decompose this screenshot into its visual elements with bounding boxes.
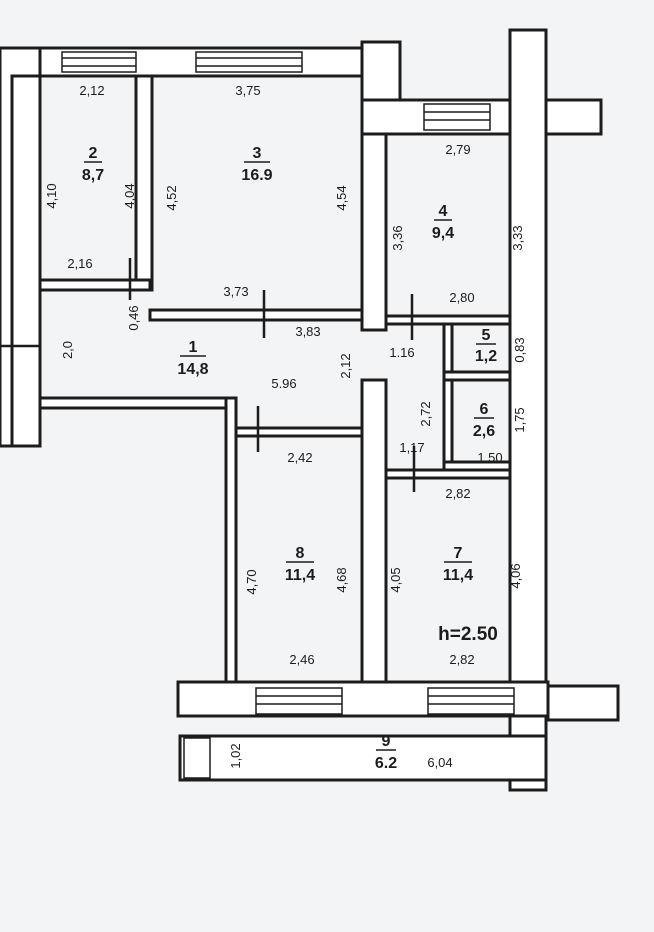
room-2-number: 2: [89, 145, 98, 162]
dim-20: 2,0: [60, 341, 75, 359]
dim-r3-right: 4,54: [334, 185, 349, 210]
room-labels: 2 8,7 3 16.9 4 9,4 1 14,8 5 1,2 6 2,6 7 …: [82, 145, 497, 772]
dim-r3-bottom: 3,73: [223, 284, 248, 299]
room-1-area: 14,8: [177, 361, 208, 378]
room-6-number: 6: [480, 401, 489, 418]
dim-117: 1,17: [399, 440, 424, 455]
room-7-number: 7: [454, 545, 463, 562]
dim-r8-top: 2,42: [287, 450, 312, 465]
dim-r8-left: 4,70: [244, 569, 259, 594]
ceiling-height: h=2.50: [438, 624, 498, 645]
room-9-area: 6.2: [375, 755, 397, 772]
room-5-area: 1,2: [475, 348, 497, 365]
room-7-area: 11,4: [443, 567, 473, 584]
dim-r2-left: 4,10: [44, 183, 59, 208]
dim-r3-left: 4,52: [164, 185, 179, 210]
dim-r2-bottom: 2,16: [67, 256, 92, 271]
windows: [61, 51, 515, 779]
room-8-number: 8: [296, 545, 305, 562]
dim-r7-bottom: 2,82: [449, 652, 474, 667]
dim-r7-top: 2,82: [445, 486, 470, 501]
room-5-number: 5: [482, 327, 491, 344]
dim-r4-left: 3,36: [390, 225, 405, 250]
dim-r4-bottom: 2,80: [449, 290, 474, 305]
room-3-area: 16.9: [241, 167, 272, 184]
room-8-area: 11,4: [285, 567, 315, 584]
dim-r9-left: 1,02: [228, 743, 243, 768]
room-2-area: 8,7: [82, 167, 104, 184]
dim-046: 0,46: [126, 305, 141, 330]
dimension-labels: 2,12 4,10 4,04 2,16 3,75 4,52 4,54 3,73 …: [44, 83, 527, 770]
room-1-number: 1: [189, 339, 198, 356]
door-marks: [0, 258, 416, 492]
dim-212: 2,12: [338, 353, 353, 378]
dim-r4-right: 3,33: [510, 225, 525, 250]
dim-r5-right: 0,83: [512, 337, 527, 362]
dim-r7-left: 4,05: [388, 567, 403, 592]
room-3-number: 3: [253, 145, 262, 162]
dim-r6-bottom: 1.50: [477, 450, 502, 465]
dim-r2-top: 2,12: [79, 83, 104, 98]
dim-r4-top: 2,79: [445, 142, 470, 157]
dim-r2-right: 4,04: [122, 183, 137, 208]
dim-r7-right: 4,06: [508, 563, 523, 588]
dim-r8-bottom: 2,46: [289, 652, 314, 667]
room-9-number: 9: [382, 733, 391, 750]
dim-596: 5.96: [271, 376, 296, 391]
dim-r9-length: 6,04: [427, 755, 452, 770]
dim-383: 3,83: [295, 324, 320, 339]
room-4-number: 4: [439, 203, 448, 220]
dim-116: 1.16: [389, 345, 414, 360]
room-6-area: 2,6: [473, 423, 495, 440]
dim-r3-top: 3,75: [235, 83, 260, 98]
dim-r6-right: 1,75: [512, 407, 527, 432]
dim-272: 2,72: [418, 401, 433, 426]
dim-r8-right: 4,68: [334, 567, 349, 592]
room-4-area: 9,4: [432, 225, 454, 242]
